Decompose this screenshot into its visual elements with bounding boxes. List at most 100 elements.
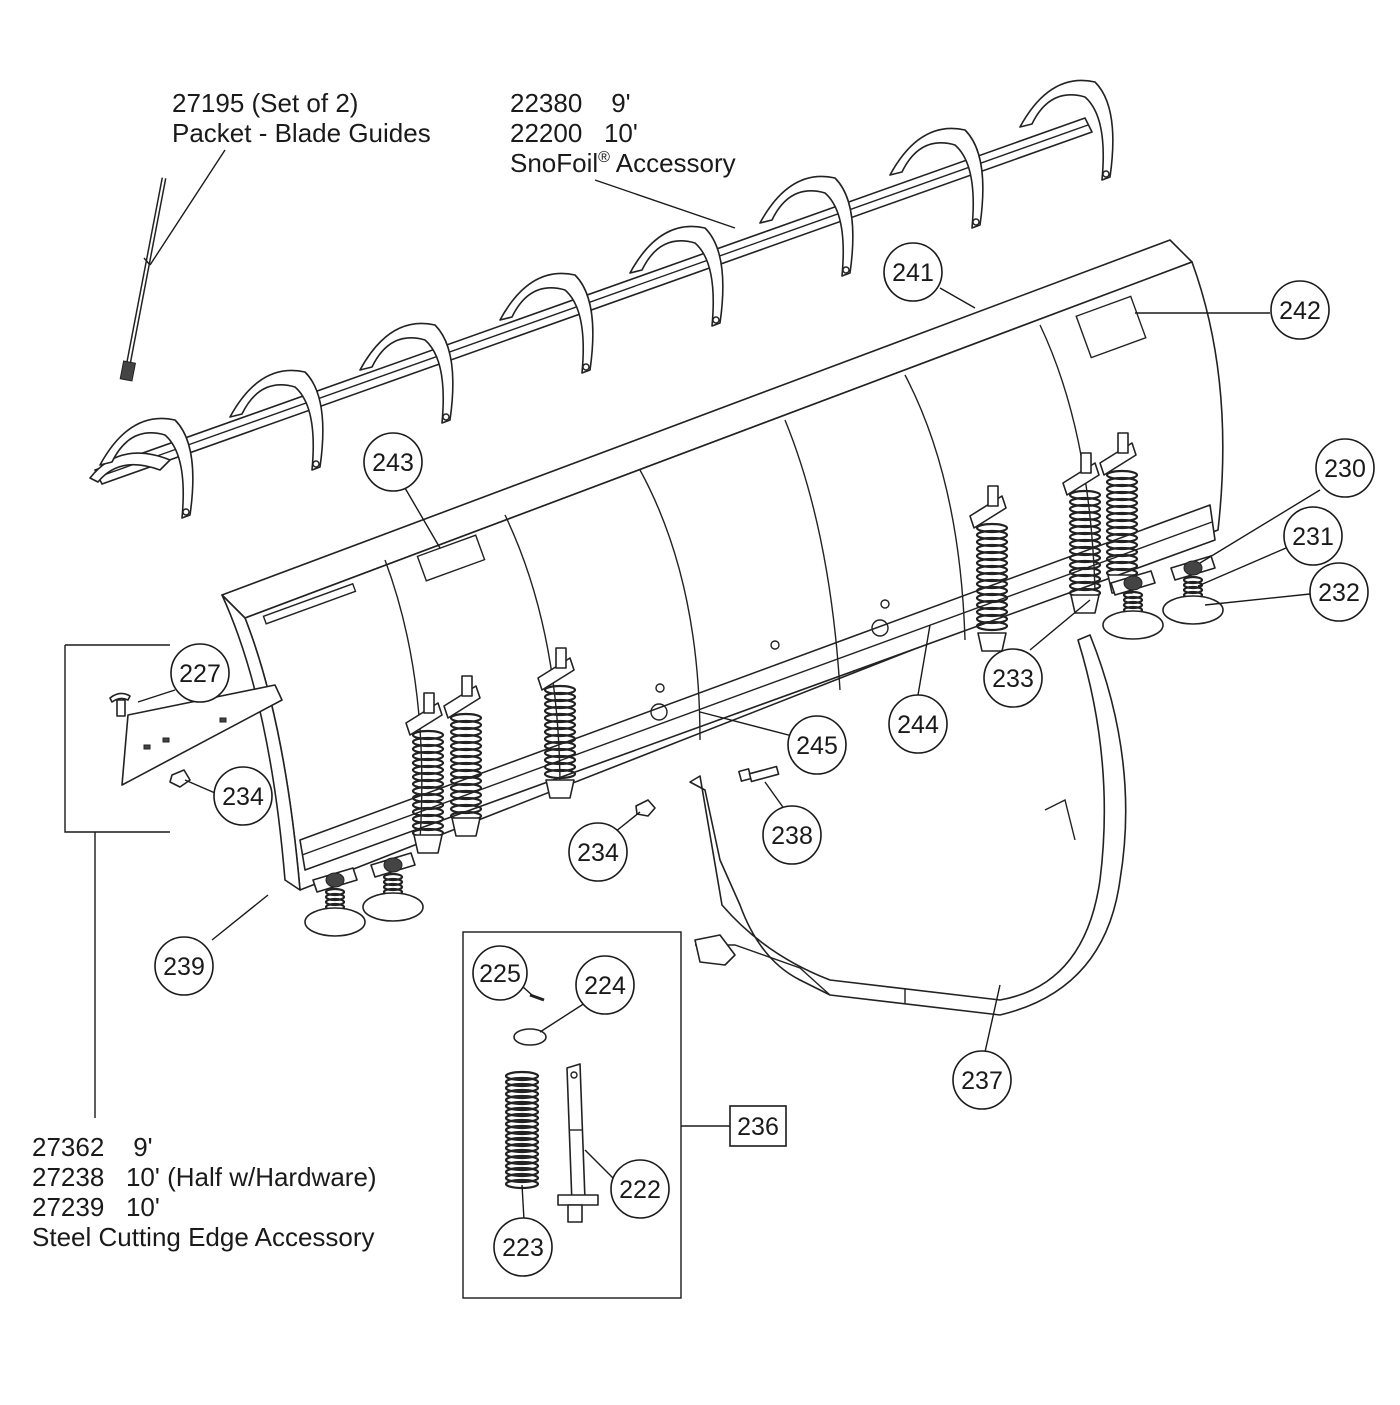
callout-number: 236 (737, 1113, 779, 1141)
snofoil-part-9ft: 22380 9' (510, 88, 631, 118)
spring-coil (504, 1148, 540, 1160)
callout-number: 234 (222, 783, 264, 811)
blade-guides-part-number: 27195 (Set of 2) (172, 88, 358, 118)
snofoil-hoop (359, 322, 454, 424)
hex-nut-center (635, 799, 656, 817)
callout-number: 223 (502, 1234, 544, 1262)
callout-circle (363, 432, 423, 492)
callout-224: 224 (575, 955, 635, 1015)
trip-spring (443, 675, 483, 837)
callout-circle (213, 766, 273, 826)
callout-circle (170, 643, 230, 703)
trip-spring (969, 485, 1009, 652)
spring-coil (504, 1100, 540, 1112)
carriage-bolt (109, 692, 131, 717)
callout-230: 230 (1315, 438, 1375, 498)
callout-number: 233 (992, 665, 1034, 693)
trip-springs (405, 432, 1139, 854)
plow-shoe (1162, 555, 1224, 625)
callout-number: 241 (892, 259, 934, 287)
trip-spring (1099, 432, 1139, 594)
spring-coil (504, 1106, 540, 1118)
callout-circle (888, 694, 948, 754)
callout-circle (952, 1050, 1012, 1110)
trip-spring (1062, 452, 1102, 614)
callout-number: 242 (1279, 297, 1321, 325)
cutting-edge-description: Steel Cutting Edge Accessory (32, 1222, 375, 1252)
callout-223: 223 (493, 1217, 553, 1277)
leader-snofoil (594, 179, 736, 229)
snofoil-hoop (499, 272, 594, 374)
eyebolt-222 (557, 1063, 599, 1223)
spring-coil (504, 1124, 540, 1136)
callout-number: 230 (1324, 455, 1366, 483)
callout-number: 224 (584, 972, 626, 1000)
callout-239: 239 (154, 936, 214, 996)
hoop-hole (1102, 170, 1110, 178)
callout-circle (575, 955, 635, 1015)
cutting-edge-part-9ft: 27362 9' (32, 1132, 153, 1162)
spring-coil (504, 1088, 540, 1100)
plow-shoe (362, 852, 424, 922)
plow-shoe (1102, 570, 1164, 640)
moldboard (221, 239, 1224, 891)
callout-circle (787, 715, 847, 775)
callout-242: 242 (1270, 280, 1330, 340)
snofoil-part-10ft: 22200 10' (510, 118, 638, 148)
kit-box-236 (462, 931, 682, 1299)
snofoil-hoop (229, 369, 324, 471)
callout-number: 222 (619, 1176, 661, 1204)
plow-shoe (304, 867, 366, 937)
callout-circle (472, 945, 528, 1001)
spring-coil (504, 1118, 540, 1130)
spring-coil (504, 1094, 540, 1106)
plow-shoes (304, 555, 1224, 937)
hoop-hole (972, 218, 980, 226)
callout-231: 231 (1283, 506, 1343, 566)
snofoil-hoop (99, 417, 194, 519)
callout-number: 232 (1318, 579, 1360, 607)
callout-circle (1270, 280, 1330, 340)
spring-coil (504, 1130, 540, 1142)
callout-circle (154, 936, 214, 996)
hoop-hole (712, 316, 720, 324)
spring-coil (504, 1160, 540, 1172)
callout-237: 237 (952, 1050, 1012, 1110)
snofoil-hoop (759, 175, 854, 277)
spring-coil (504, 1154, 540, 1166)
cutting-edge-part-10ft-half: 27238 10' (Half w/Hardware) (32, 1162, 377, 1192)
blade-guides-label: 27195 (Set of 2) Packet - Blade Guides (172, 88, 431, 148)
trip-spring (405, 692, 445, 854)
callout-number: 231 (1292, 523, 1334, 551)
callouts: 2272342392432412422302312322332442452382… (154, 242, 1375, 1277)
spring-coil (504, 1142, 540, 1154)
callout-circle (1315, 438, 1375, 498)
spring-coil (504, 1082, 540, 1094)
cutting-edge-part-10ft: 27239 10' (32, 1192, 160, 1222)
callout-227: 227 (170, 643, 230, 703)
callout-241: 241 (883, 242, 943, 302)
callout-leaders (137, 287, 1321, 1221)
spring-coil (504, 1076, 540, 1088)
callout-circle (983, 648, 1043, 708)
callout-number: 243 (372, 449, 414, 477)
callout-244: 244 (888, 694, 948, 754)
callout-circle (493, 1217, 553, 1277)
callout-number: 237 (961, 1067, 1003, 1095)
hoop-hole (842, 266, 850, 274)
spring-coil (504, 1166, 540, 1178)
hoop-hole (582, 363, 590, 371)
hex-nut-left (169, 769, 191, 788)
hoop-hole (182, 508, 190, 516)
callout-circle (1283, 506, 1343, 566)
callout-number: 244 (897, 711, 939, 739)
cutting-edge (121, 684, 283, 786)
callout-243: 243 (363, 432, 423, 492)
callout-circle (1309, 562, 1369, 622)
callout-circle (568, 822, 628, 882)
hoop-hole (442, 413, 450, 421)
callout-245: 245 (787, 715, 847, 775)
spring-coil (504, 1070, 540, 1082)
